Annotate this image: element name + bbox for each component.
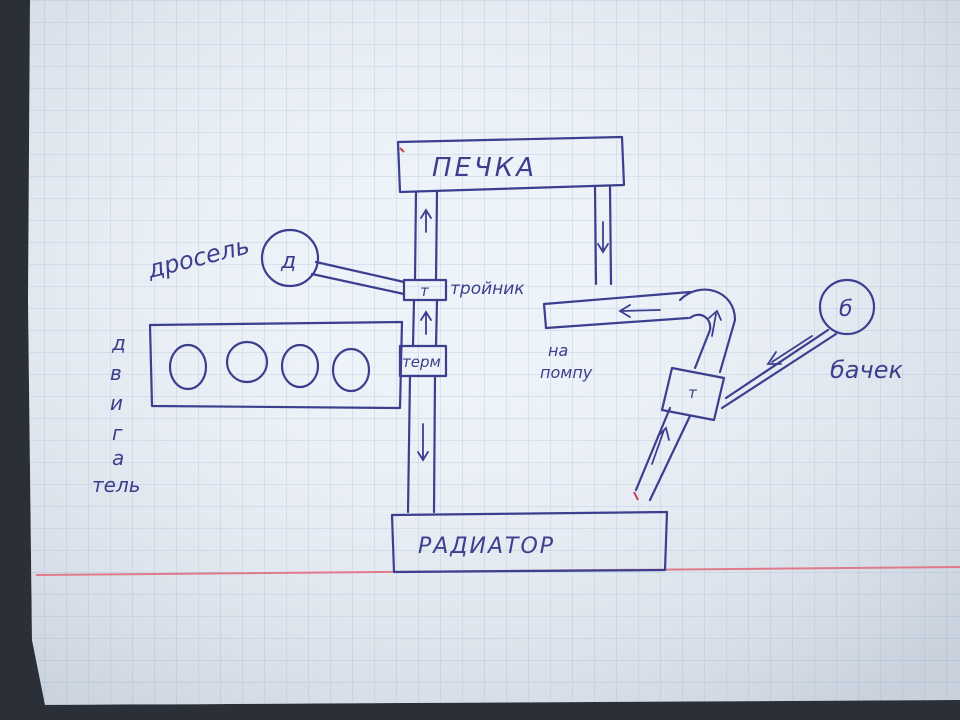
tee-bottom-box-label: т <box>688 384 698 402</box>
engine-letter-4: г <box>112 421 123 445</box>
to-pump-label-2: помпу <box>540 363 593 382</box>
bypass-hose <box>678 288 737 374</box>
arrow-up-radiator-hose <box>651 426 670 465</box>
tee-bottom-box <box>660 366 726 422</box>
arrow-down-radiator <box>417 423 429 462</box>
engine-letter-5: а <box>112 446 124 470</box>
arrow-down-heater-right <box>597 221 609 254</box>
engine-cylinder-3 <box>280 343 320 389</box>
tee-thermostat-pipe <box>411 298 439 348</box>
radiator-label: РАДИАТОР <box>418 534 555 559</box>
engine-block <box>148 320 404 410</box>
tee-radiator-hose <box>634 406 692 502</box>
heater-box <box>396 135 626 194</box>
heater-left-pipe <box>413 190 439 282</box>
thermostat-radiator-pipe <box>406 374 437 514</box>
heater-right-pipe <box>593 184 613 286</box>
throttle-circle <box>260 228 320 288</box>
engine-cylinder-4 <box>331 347 371 393</box>
arrow-up-thermostat <box>420 310 432 335</box>
arrow-up-bypass <box>708 309 722 337</box>
tee-top-label: тройник <box>450 279 525 299</box>
arrow-left-pump <box>618 304 661 318</box>
tee-top-box <box>402 278 448 302</box>
red-mark-1 <box>633 491 639 501</box>
tee-top-box-label: т <box>420 282 430 300</box>
engine-cylinder-2 <box>225 340 269 384</box>
to-pump-label-1: на <box>548 341 568 360</box>
engine-cylinder-1 <box>168 343 208 391</box>
radiator-box <box>390 510 669 574</box>
thermostat-label: терм <box>402 353 441 371</box>
heater-label: ПЕЧКА <box>432 153 537 183</box>
engine-letter-1: д <box>111 331 126 355</box>
tank-circle-label: б <box>839 297 853 322</box>
tank-circle <box>818 278 876 336</box>
throttle-circle-label: д <box>280 249 296 274</box>
arrow-up-heater <box>420 208 432 233</box>
arrow-down-tank <box>766 335 813 365</box>
pump-pipe <box>542 290 692 330</box>
engine-letter-3: и <box>110 391 123 415</box>
throttle-hose <box>310 260 406 296</box>
tank-label: бачек <box>830 356 903 384</box>
engine-letter-6: тель <box>92 473 141 497</box>
engine-letter-2: в <box>110 361 122 385</box>
red-mark-2 <box>399 147 405 153</box>
